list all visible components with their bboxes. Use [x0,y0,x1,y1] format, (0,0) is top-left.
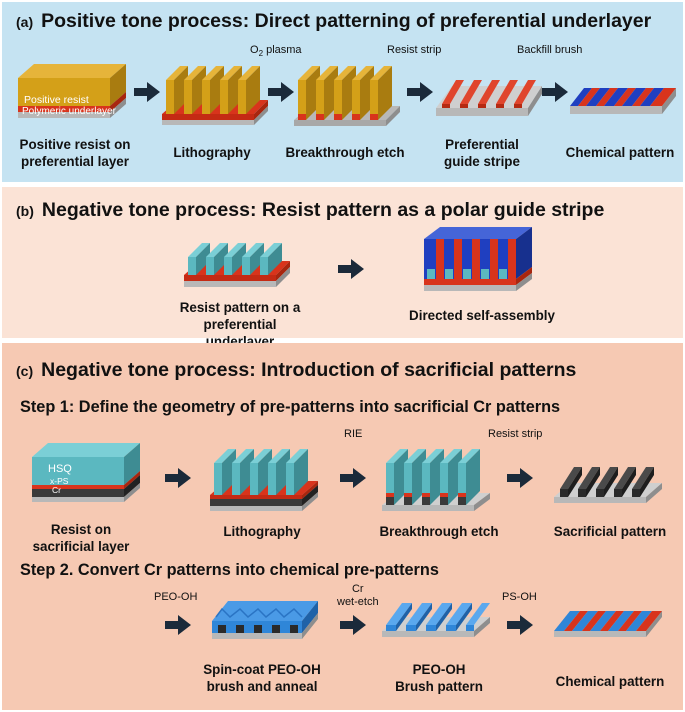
arrow-icon [338,259,364,279]
panel-a-title: (a) Positive tone process: Direct pattern… [16,10,651,33]
cr-layer-label: Cr [52,485,61,495]
positive-resist-layer-label: Positive resist [24,94,89,106]
panel-c-title: (c) Negative tone process: Introduction o… [16,359,576,382]
caption: Lithography [173,145,251,160]
lithography-illustration [162,66,268,125]
peo-oh-label: PEO-OH [154,591,198,603]
resist-strip-label-c: Resist strip [488,428,543,440]
resist-front-face [18,78,110,106]
chemical-prepattern-illustration [554,611,662,637]
resist-strip-label: Resist strip [387,44,442,56]
resist-top-face [18,64,126,78]
hsq-lithography-illustration [210,449,318,511]
resist-block-illustration [18,64,126,118]
hsq-block-illustration [32,443,140,502]
arrow-icon [165,468,191,488]
caption: Lithography [223,524,301,539]
hsq-breakthrough-illustration [382,449,490,511]
caption: Positive resist on preferential layer [19,137,131,169]
arrow-icon [507,468,533,488]
caption: Chemical pattern [555,674,665,689]
arrow-icon [340,615,366,635]
breakthrough-etch-illustration [294,66,400,126]
arrow-icon [542,82,568,102]
o2-plasma-label: O2 plasma [250,44,302,59]
underlayer-front-face [18,106,110,112]
caption: Breakthrough etch [379,524,499,539]
guide-stripe-illustration [436,80,542,116]
step2-title: Step 2. Convert Cr patterns into chemica… [20,561,439,579]
arrow-icon [268,82,294,102]
cr-wet-etch-label: Cr wet-etch [337,583,379,608]
panel-c-tag: (c) [16,363,34,379]
sacrificial-pattern-illustration [554,467,662,503]
hsq-layer-label: HSQ [48,463,72,475]
panel-a-tag: (a) [16,14,34,30]
arrow-icon [134,82,160,102]
step1-title: Step 1: Define the geometry of pre-patte… [20,398,561,416]
caption: PEO-OH Brush pattern [395,662,483,694]
arrow-icon [407,82,433,102]
panel-a-title-text: Positive tone process: Direct patterning… [41,10,652,32]
arrow-icon [507,615,533,635]
panel-b-title: (b) Negative tone process: Resist pattern… [16,199,604,222]
caption: Spin-coat PEO-OH brush and anneal [203,662,321,694]
panel-b: (b) Negative tone process: Resist pattern… [2,187,683,349]
rie-label: RIE [344,428,363,440]
caption: Directed self-assembly [409,308,555,323]
backfill-brush-label: Backfill brush [517,44,583,56]
caption: Resist on sacrificial layer [32,522,130,554]
polymeric-underlayer-label: Polymeric underlayer [22,106,116,117]
panel-c: (c) Negative tone process: Introduction o… [2,343,683,710]
ps-oh-label: PS-OH [502,591,537,603]
panel-c-title-text: Negative tone process: Introduction of s… [41,359,577,381]
peo-brush-pattern-illustration [382,603,490,637]
caption: Sacrificial pattern [553,524,667,539]
xps-layer-label: x-PS [50,476,69,486]
panel-b-title-text: Negative tone process: Resist pattern as… [41,199,605,221]
panel-a: (a) Positive tone process: Direct pattern… [2,2,683,182]
peo-coated-illustration [212,601,318,639]
caption: Chemical pattern [565,145,675,160]
panel-b-tag: (b) [16,203,34,219]
substrate-front-face [18,112,110,118]
caption: Preferential guide stripe [444,137,520,169]
directed-self-assembly-illustration [424,227,532,291]
arrow-icon [165,615,191,635]
chemical-pattern-illustration [570,88,676,114]
resist-pattern-illustration [184,243,290,287]
caption: Breakthrough etch [285,145,405,160]
arrow-icon [340,468,366,488]
